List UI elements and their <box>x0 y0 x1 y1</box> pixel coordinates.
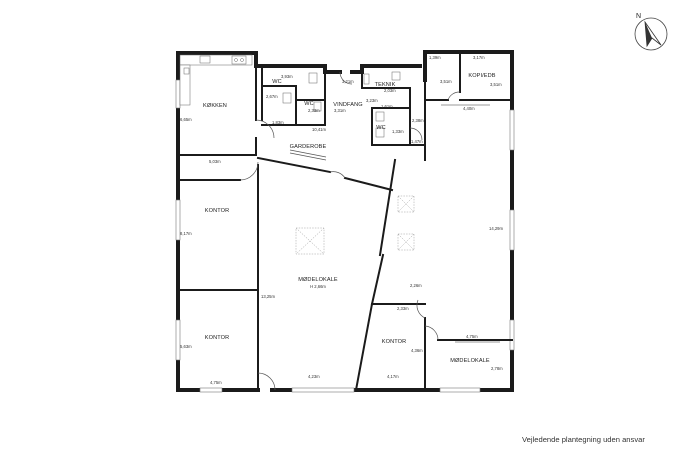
dim-copy-e: 4,40m <box>463 106 475 111</box>
sink-icon <box>199 55 211 64</box>
dim-tech-f: 1,47m <box>411 139 423 144</box>
room-label-kitchen: KØKKEN <box>203 103 227 109</box>
room-label-wc-3: WC <box>376 125 386 131</box>
dim-office2-w: 4,75m <box>210 380 222 385</box>
dim-copy-a: 1,39m <box>429 55 441 60</box>
fixtures <box>179 54 401 138</box>
dimensions: 6,65m 3,93m 2,67m 2,33m 1,83m 10,41m 3,2… <box>180 55 503 385</box>
interior-walls <box>177 51 513 392</box>
dim-entrance-a: 3,21m <box>342 79 354 84</box>
compass-north-label: N <box>636 13 641 20</box>
dim-office2-h: 5,63m <box>180 344 192 349</box>
plan-disclaimer-caption: Vejledende plantegning uden ansvar <box>522 435 645 444</box>
room-label-meeting-1: MØDELOKALE <box>298 277 338 283</box>
compass: N <box>634 13 668 51</box>
dim-office3-w: 4,17m <box>387 374 399 379</box>
dim-office1-w: 5,03m <box>209 159 221 164</box>
dim-kitchen-height: 6,65m <box>180 117 192 122</box>
dim-copy-d: 3,51m <box>490 82 502 87</box>
dim-bottom-a: 4,23m <box>308 374 320 379</box>
dim-tech-c: 1,61m <box>381 104 393 109</box>
dim-hall-a: 10,41m <box>312 127 326 132</box>
skylights <box>295 195 415 255</box>
dim-office3-a: 2,26m <box>410 283 422 288</box>
dim-wc-a: 3,93m <box>281 74 293 79</box>
dim-tech-a: 2,03m <box>384 88 396 93</box>
room-label-wc-1: WC <box>272 79 282 85</box>
room-label-wardrobe: GARDEROBE <box>290 144 327 150</box>
room-label-wc-2: WC <box>304 101 314 107</box>
dim-office1-h: 8,17m <box>180 231 192 236</box>
windows <box>175 79 515 393</box>
room-label-office-3: KONTOR <box>382 339 406 345</box>
dim-office3-c: 4,36m <box>411 348 423 353</box>
dim-tech-b: 3,23m <box>366 98 378 103</box>
dim-wc-b: 2,67m <box>266 94 278 99</box>
room-label-entrance: VINDFANG <box>333 102 362 108</box>
room-label-office-2: KONTOR <box>205 335 229 341</box>
room-label-copy: KOPI/EDB <box>468 73 495 79</box>
room-height-meeting-1: H 2,66m <box>310 284 326 289</box>
dim-tech-d: 1,33m <box>392 129 404 134</box>
room-label-meeting-2: MØDELOKALE <box>450 358 490 364</box>
dim-wc-c: 2,33m <box>308 108 320 113</box>
dim-meeting2-h: 2,78m <box>491 366 503 371</box>
stove-icon <box>231 55 247 65</box>
compass-ring <box>634 17 668 51</box>
doors <box>239 71 461 391</box>
dim-meeting1-h: 13,25m <box>261 294 275 299</box>
dim-entrance-b: 3,31m <box>334 108 346 113</box>
dim-meeting-depth: 14,29m <box>489 226 503 231</box>
dim-wc-d: 1,83m <box>272 120 284 125</box>
outer-walls <box>176 50 514 392</box>
room-label-office-1: KONTOR <box>205 208 229 214</box>
dim-copy-b: 3,17m <box>473 55 485 60</box>
garderobe-rack <box>289 149 327 161</box>
dim-copy-c: 3,51m <box>440 79 452 84</box>
dim-meeting2-w: 4,75m <box>466 334 478 339</box>
dim-office3-b: 2,33m <box>397 306 409 311</box>
room-label-technical: TEKNIK <box>375 82 396 88</box>
dim-tech-e: 2,38m <box>412 118 424 123</box>
